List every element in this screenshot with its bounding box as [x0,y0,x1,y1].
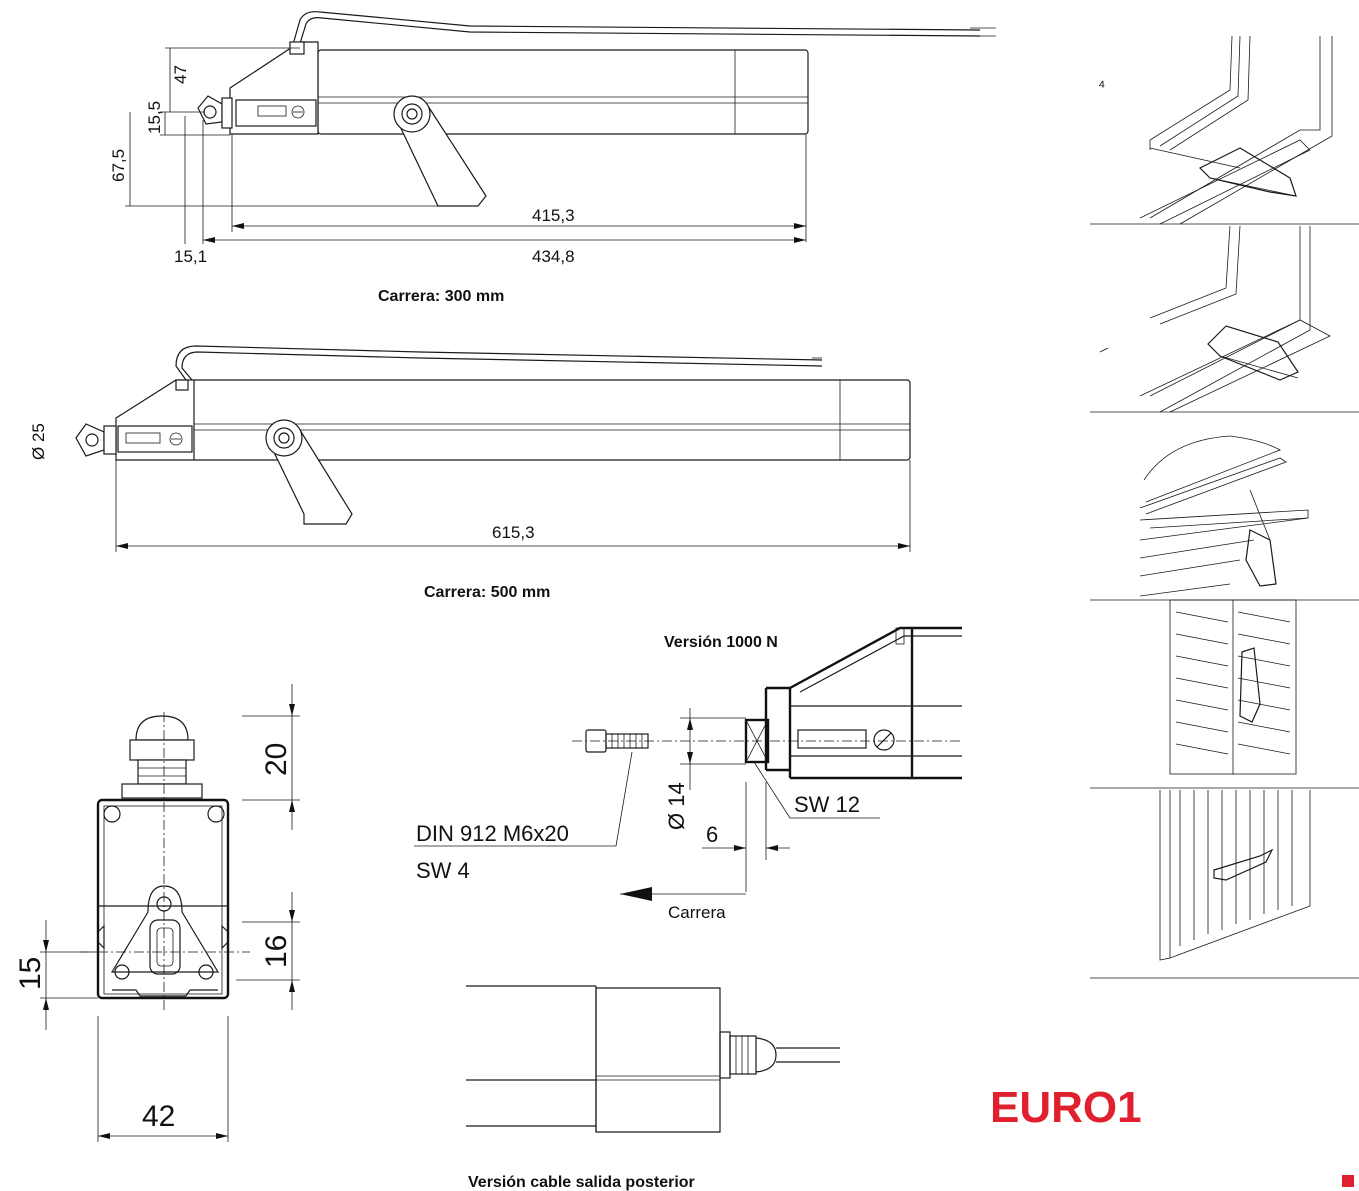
install-sketch-4 [1169,599,1297,775]
actuator-view-500: Ø 25 615,3 [29,345,911,552]
dim-15-5: 15,5 [145,101,164,134]
caption-version-1000n: Versión 1000 N [664,634,778,651]
install-sketch-5 [1159,790,1311,961]
dim-diameter-25: Ø 25 [29,423,48,460]
brand-corner-mark [1342,1175,1354,1187]
install-sketch-1: ⁴ [1098,35,1333,225]
dim-67-5: 67,5 [109,149,128,182]
dim-15: 15 [14,957,47,990]
svg-text:⁴: ⁴ [1098,77,1105,96]
dim-42: 42 [142,1100,175,1133]
dim-47: 47 [171,65,190,84]
label-carrera-arrow: Carrera [668,903,726,922]
cross-section-view: 20 16 15 42 [14,684,300,1142]
install-sketch-2 [1099,225,1331,413]
installation-sketches: ⁴ [1090,35,1359,979]
install-sketch-3 [1139,435,1309,597]
dim-434-8: 434,8 [532,247,575,266]
dim-diameter-14: Ø 14 [664,782,689,830]
caption-stroke-500: Carrera: 500 mm [424,584,550,601]
label-screw-din912: DIN 912 M6x20 [416,821,569,846]
actuator-view-300: 47 15,5 67,5 415,3 434,8 15,1 [109,11,996,266]
rear-cable-view: Versión cable salida posterior [466,985,840,1191]
caption-stroke-300: Carrera: 300 mm [378,288,504,305]
detail-1000n-view: Versión 1000 N [414,626,962,922]
dim-15-1: 15,1 [174,247,207,266]
brand-logo-euro1: EURO1 [990,1083,1142,1132]
dim-20: 20 [260,743,293,776]
dim-615-3: 615,3 [492,523,535,542]
dim-6: 6 [706,822,718,847]
dim-16: 16 [260,935,293,968]
dim-415-3: 415,3 [532,206,575,225]
caption-rear-cable: Versión cable salida posterior [468,1174,695,1191]
label-sw4: SW 4 [416,858,470,883]
label-sw12: SW 12 [794,792,860,817]
